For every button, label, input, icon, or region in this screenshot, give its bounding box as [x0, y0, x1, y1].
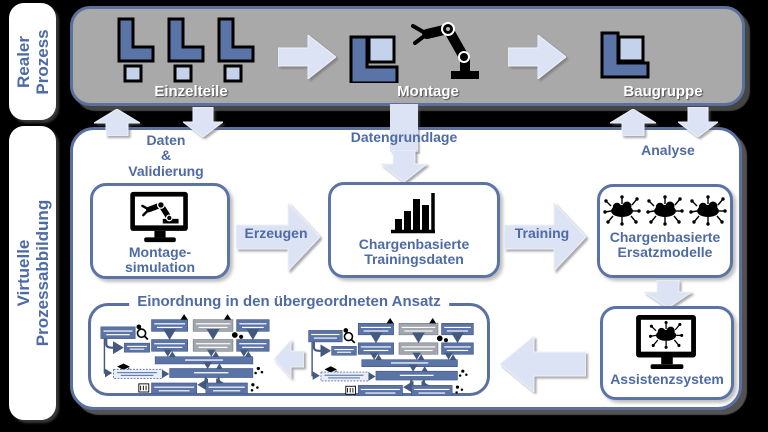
- ansatz-fieldset: Einordnung in den übergeordneten Ansatz: [88, 293, 490, 396]
- stage-label-montage: Montage: [397, 83, 459, 100]
- rail-virtuelle-prozessabbildung: Virtuelle Prozessabbildung: [9, 126, 56, 420]
- down-arrow-icon: [678, 107, 718, 137]
- box-assistenzsystem: Assistenzsystem: [600, 306, 734, 400]
- flow-label-erzeugen: Erzeugen: [244, 225, 308, 241]
- real-process-band: Einzelteile Montage Baugruppe: [70, 6, 745, 106]
- box-label-ersatzmodelle: Chargenbasierte Ersatzmodelle: [609, 229, 721, 261]
- left-arrow-icon: [274, 338, 304, 380]
- right-arrow-icon: [504, 203, 586, 271]
- mini-flowchart-right: [305, 318, 477, 396]
- connector-label-daten-validierung: Daten & Validierung: [128, 132, 204, 179]
- bar-chart-icon: [391, 193, 435, 234]
- box-label-trainingsdaten: Chargenbasierte Trainingsdaten: [358, 236, 470, 268]
- box-label-montagesimulation: Montage- simulation: [124, 244, 195, 276]
- neural-network-icon: [603, 194, 727, 227]
- rail-realer-prozess-label: Realer Prozess: [13, 28, 52, 95]
- rail-virtuelle-prozessabbildung-label: Virtuelle Prozessabbildung: [13, 199, 52, 347]
- monitor-neural-network-icon: [636, 314, 696, 370]
- stage-label-baugruppe: Baugruppe: [623, 83, 703, 100]
- box-ersatzmodelle: Chargenbasierte Ersatzmodelle: [597, 184, 733, 278]
- down-arrow-icon: [183, 107, 223, 137]
- right-arrow-icon: [278, 35, 336, 79]
- box-trainingsdaten: Chargenbasierte Trainingsdaten: [328, 182, 500, 278]
- assembled-part-icon: [600, 31, 650, 79]
- mini-flowchart-left: [99, 314, 271, 394]
- right-arrow-icon: [508, 35, 566, 79]
- rail-realer-prozess: Realer Prozess: [9, 3, 56, 120]
- l-parts-icon: [117, 17, 255, 83]
- connector-label-analyse: Analyse: [641, 142, 695, 158]
- left-arrow-icon: [500, 336, 586, 392]
- box-montagesimulation: Montage- simulation: [90, 183, 230, 279]
- up-arrow-icon: [94, 109, 140, 136]
- connector-label-datengrundlage: Datengrundlage: [350, 129, 458, 145]
- up-arrow-icon: [610, 109, 656, 136]
- ansatz-fieldset-title: Einordnung in den übergeordneten Ansatz: [129, 293, 449, 310]
- flow-label-training: Training: [514, 225, 570, 241]
- stage-label-einzelteile: Einzelteile: [154, 83, 228, 100]
- datengrundlage-arrow-stem: [390, 104, 418, 152]
- monitor-robot-icon: [130, 191, 188, 243]
- box-label-assistenzsystem: Assistenzsystem: [610, 371, 724, 387]
- down-arrow-icon: [644, 280, 692, 308]
- down-arrow-icon: [381, 150, 427, 182]
- robot-assembly-icon: [349, 22, 479, 83]
- right-arrow-icon: [236, 203, 320, 271]
